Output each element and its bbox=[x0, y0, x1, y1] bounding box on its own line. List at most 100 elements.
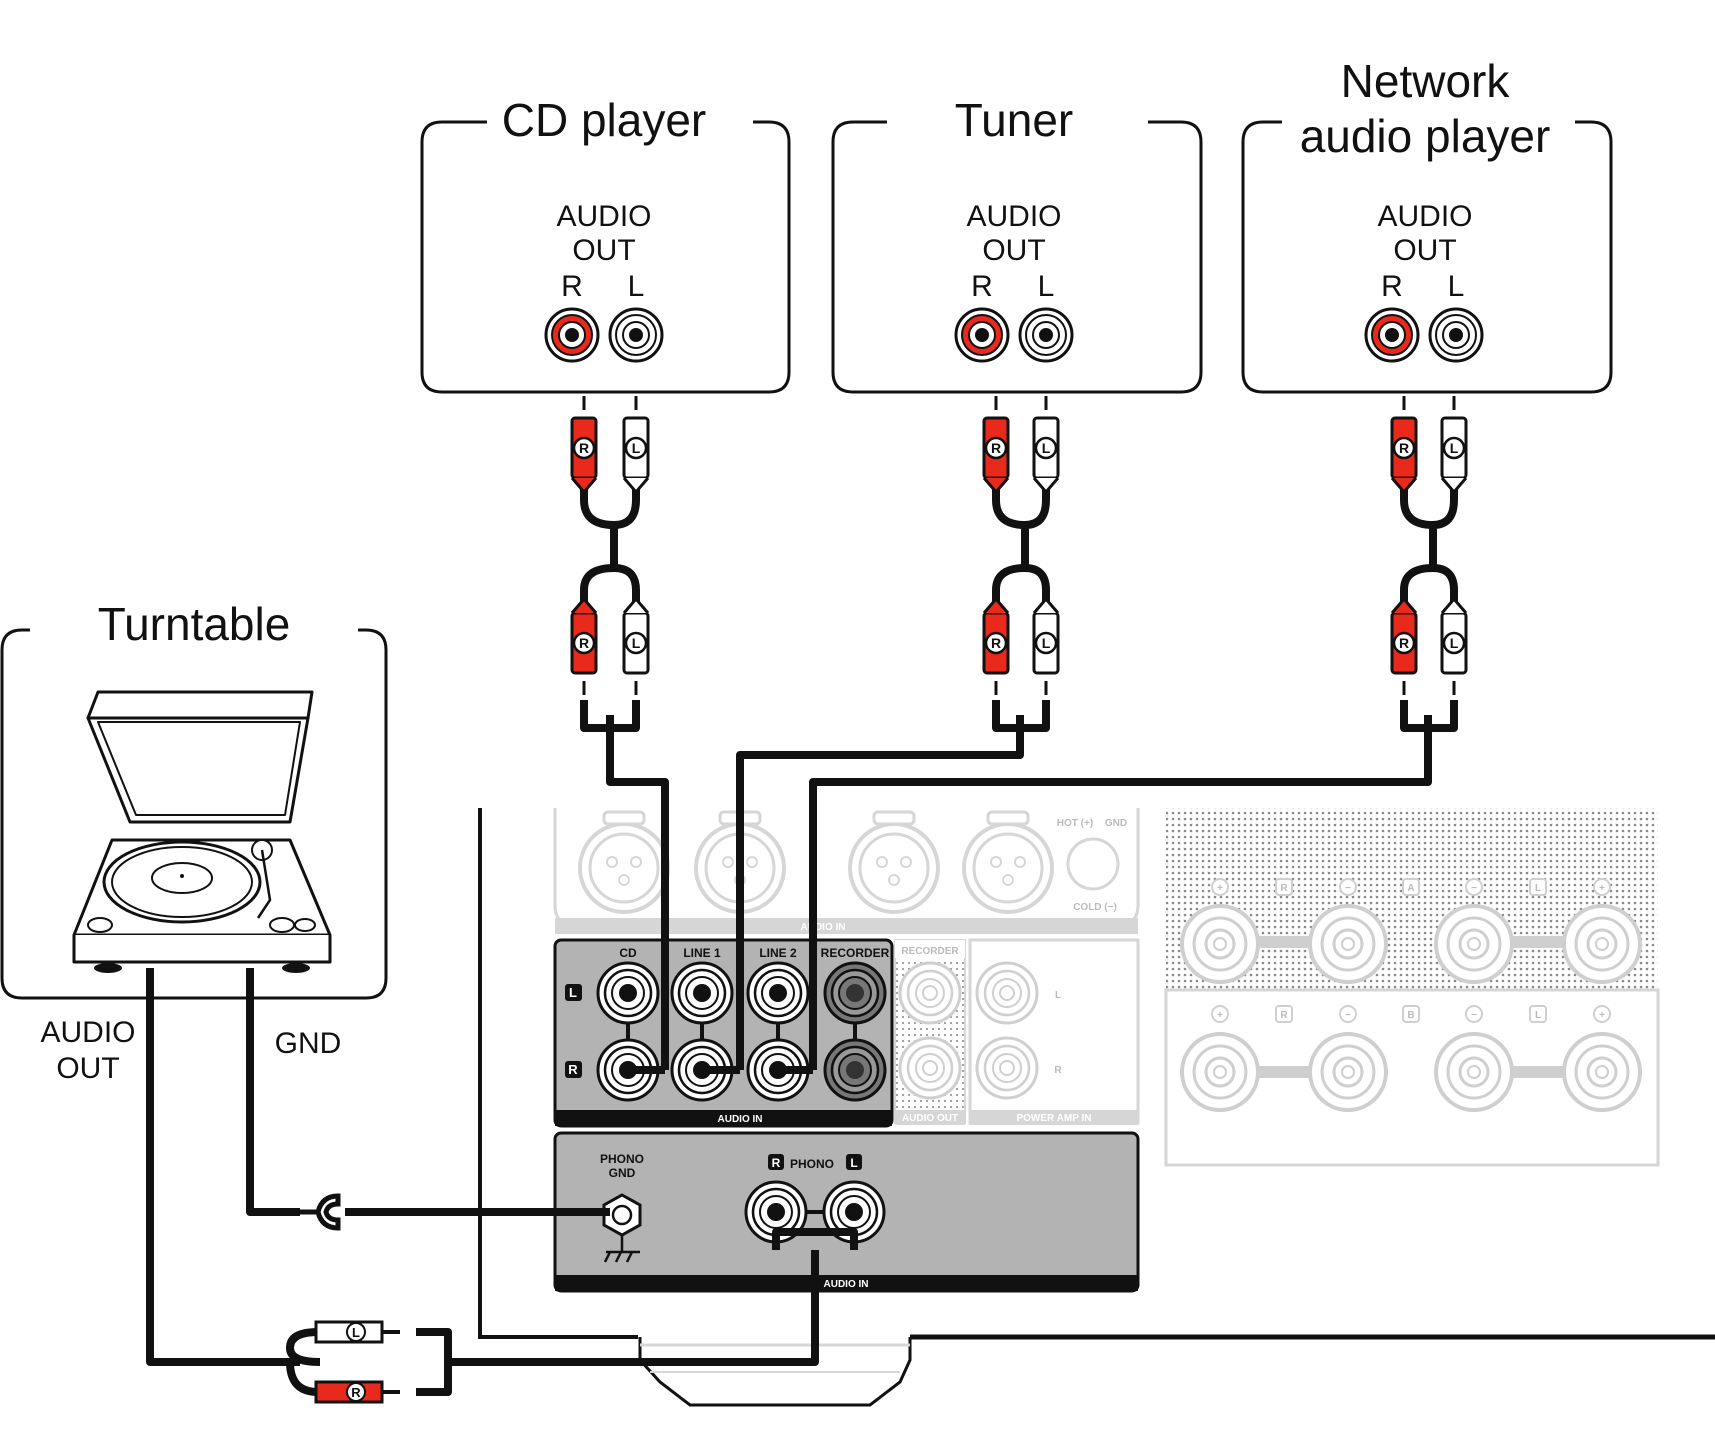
network-lower-r-plug: R bbox=[1390, 596, 1418, 695]
phono-r-badge: R bbox=[772, 1156, 781, 1170]
speaker-a-r-minus[interactable] bbox=[1308, 904, 1388, 984]
power-amp-in-l-jack[interactable] bbox=[975, 961, 1039, 1025]
tuner-cable: R L R L bbox=[982, 396, 1060, 695]
cd-cable: R L R L bbox=[570, 396, 650, 695]
cd-lower-r-plug: R bbox=[570, 596, 598, 695]
recorder-in-r-jack[interactable] bbox=[823, 1038, 887, 1102]
network-l-out-jack[interactable] bbox=[1428, 307, 1484, 363]
recorder-out-l-jack[interactable] bbox=[898, 961, 962, 1025]
xlr-cold-label: COLD (−) bbox=[1073, 902, 1117, 913]
cd-l-out-jack[interactable] bbox=[608, 307, 664, 363]
speaker-b-label: − bbox=[1345, 1010, 1351, 1021]
speaker-b-label: L bbox=[1535, 1010, 1541, 1021]
speaker-b-r-plus[interactable] bbox=[1180, 1032, 1260, 1112]
tuner-lower-l-plug: L bbox=[1032, 596, 1060, 695]
speaker-a-label: − bbox=[1345, 883, 1351, 894]
tuner-upper-l-plug: L bbox=[1032, 396, 1060, 495]
speaker-b-r-minus[interactable] bbox=[1308, 1032, 1388, 1112]
network-player-box: Network audio player AUDIO OUT R L bbox=[1241, 55, 1613, 394]
network-l-label: L bbox=[1448, 270, 1465, 303]
speaker-b-label: + bbox=[1217, 1010, 1223, 1021]
line2-in-l-jack[interactable] bbox=[746, 961, 810, 1025]
phono-audio-in-label: AUDIO IN bbox=[824, 1279, 869, 1290]
cd-upper-r-plug-label: R bbox=[579, 440, 589, 456]
speaker-b-l-plus[interactable] bbox=[1562, 1032, 1642, 1112]
channel-r-badge bbox=[565, 1061, 582, 1078]
cd-lower-l-plug: L bbox=[622, 596, 650, 695]
xlr-audio-in-label: AUDIO IN bbox=[801, 922, 846, 933]
tuner-l-out-jack[interactable] bbox=[1018, 307, 1074, 363]
phono-l-badge: L bbox=[850, 1156, 857, 1170]
cd-in-l-jack[interactable] bbox=[596, 961, 660, 1025]
tuner-upper-r-plug: R bbox=[982, 396, 1010, 495]
chassis-outline bbox=[478, 808, 1715, 1407]
power-amp-in-section: L R POWER AMP IN bbox=[968, 938, 1140, 1125]
speaker-terminals: +R−A−L+ +R−B−L+ bbox=[1164, 808, 1660, 1167]
tuner-out-label: OUT bbox=[982, 234, 1045, 267]
speaker-a-label: L bbox=[1535, 883, 1541, 894]
speaker-a-r-plus[interactable] bbox=[1180, 904, 1260, 984]
network-audio-label: AUDIO bbox=[1377, 200, 1472, 233]
input-label-cd: CD bbox=[619, 946, 637, 960]
cd-player-title: CD player bbox=[502, 94, 707, 146]
speaker-a-labels: +R−A−L+ bbox=[1211, 878, 1611, 896]
xlr-section: HOT (+) GND COLD (−) AUDIO IN bbox=[553, 808, 1140, 934]
cd-upper-l-plug: L bbox=[622, 396, 650, 495]
cd-lower-r-plug-label: R bbox=[579, 635, 589, 651]
tuner-lower-l-plug-label: L bbox=[1042, 635, 1051, 651]
network-r-label: R bbox=[1381, 270, 1403, 303]
audio-out-label: AUDIO OUT bbox=[902, 1113, 958, 1124]
cd-upper-r-plug: R bbox=[570, 396, 598, 495]
cd-r-out-jack[interactable] bbox=[544, 307, 600, 363]
xlr-hot-label: HOT (+) bbox=[1057, 818, 1093, 829]
speaker-a-label: + bbox=[1599, 883, 1605, 894]
input-label-recorder: RECORDER bbox=[821, 946, 890, 960]
power-amp-in-label: POWER AMP IN bbox=[1016, 1113, 1091, 1124]
tuner-r-out-jack[interactable] bbox=[954, 307, 1010, 363]
phono-label: PHONO bbox=[790, 1157, 834, 1171]
tuner-l-label: L bbox=[1038, 270, 1055, 303]
tuner-audio-label: AUDIO bbox=[966, 200, 1061, 233]
amp-rear-panel: HOT (+) GND COLD (−) AUDIO IN +R−A−L+ +R… bbox=[478, 808, 1715, 1407]
network-title-line2: audio player bbox=[1300, 110, 1551, 162]
network-upper-l-plug: L bbox=[1440, 396, 1468, 495]
turntable-title: Turntable bbox=[98, 598, 291, 650]
line1-in-l-jack[interactable] bbox=[670, 961, 734, 1025]
recorder-out-section: RECORDER AUDIO OUT bbox=[894, 939, 966, 1125]
cd-r-label: R bbox=[561, 270, 583, 303]
line-audio-in-label: AUDIO IN bbox=[718, 1114, 763, 1125]
svg-text:R: R bbox=[568, 1062, 578, 1077]
cd-player-box: CD player AUDIO OUT R L bbox=[420, 94, 791, 394]
cd-audio-label: AUDIO bbox=[556, 200, 651, 233]
tuner-r-label: R bbox=[971, 270, 993, 303]
recorder-out-r-jack[interactable] bbox=[898, 1036, 962, 1100]
xlr-pin-diagram-icon bbox=[1066, 837, 1120, 891]
phono-gnd-label-line2: GND bbox=[609, 1166, 636, 1180]
cd-l-label: L bbox=[628, 270, 645, 303]
tuner-lower-r-plug-label: R bbox=[991, 635, 1001, 651]
network-upper-r-plug: R bbox=[1390, 396, 1418, 495]
tuner-upper-l-plug-label: L bbox=[1042, 440, 1051, 456]
network-upper-r-plug-label: R bbox=[1399, 440, 1409, 456]
speaker-a-l-minus[interactable] bbox=[1434, 904, 1514, 984]
phono-panel: PHONO GND R PHONO L AUDIO IN bbox=[553, 1131, 1140, 1293]
tuner-upper-r-plug-label: R bbox=[991, 440, 1001, 456]
speaker-b-l-minus[interactable] bbox=[1434, 1032, 1514, 1112]
cd-upper-l-plug-label: L bbox=[632, 440, 641, 456]
network-upper-l-plug-label: L bbox=[1450, 440, 1459, 456]
speaker-a-l-plus[interactable] bbox=[1562, 904, 1642, 984]
network-r-out-jack[interactable] bbox=[1364, 307, 1420, 363]
gnd-spade-lug bbox=[300, 1193, 341, 1231]
phono-gnd-label-line1: PHONO bbox=[600, 1152, 644, 1166]
turntable-rca-plugs: L R bbox=[285, 1320, 400, 1404]
cd-out-label: OUT bbox=[572, 234, 635, 267]
speaker-a-label: + bbox=[1217, 883, 1223, 894]
tuner-box: Tuner AUDIO OUT R L bbox=[831, 94, 1203, 394]
recorder-in-l-jack[interactable] bbox=[823, 961, 887, 1025]
speaker-a-label: R bbox=[1280, 883, 1288, 894]
network-lower-l-plug: L bbox=[1440, 596, 1468, 695]
speaker-b-label: + bbox=[1599, 1010, 1605, 1021]
input-label-line1: LINE 1 bbox=[683, 946, 721, 960]
power-amp-in-r-jack[interactable] bbox=[975, 1036, 1039, 1100]
